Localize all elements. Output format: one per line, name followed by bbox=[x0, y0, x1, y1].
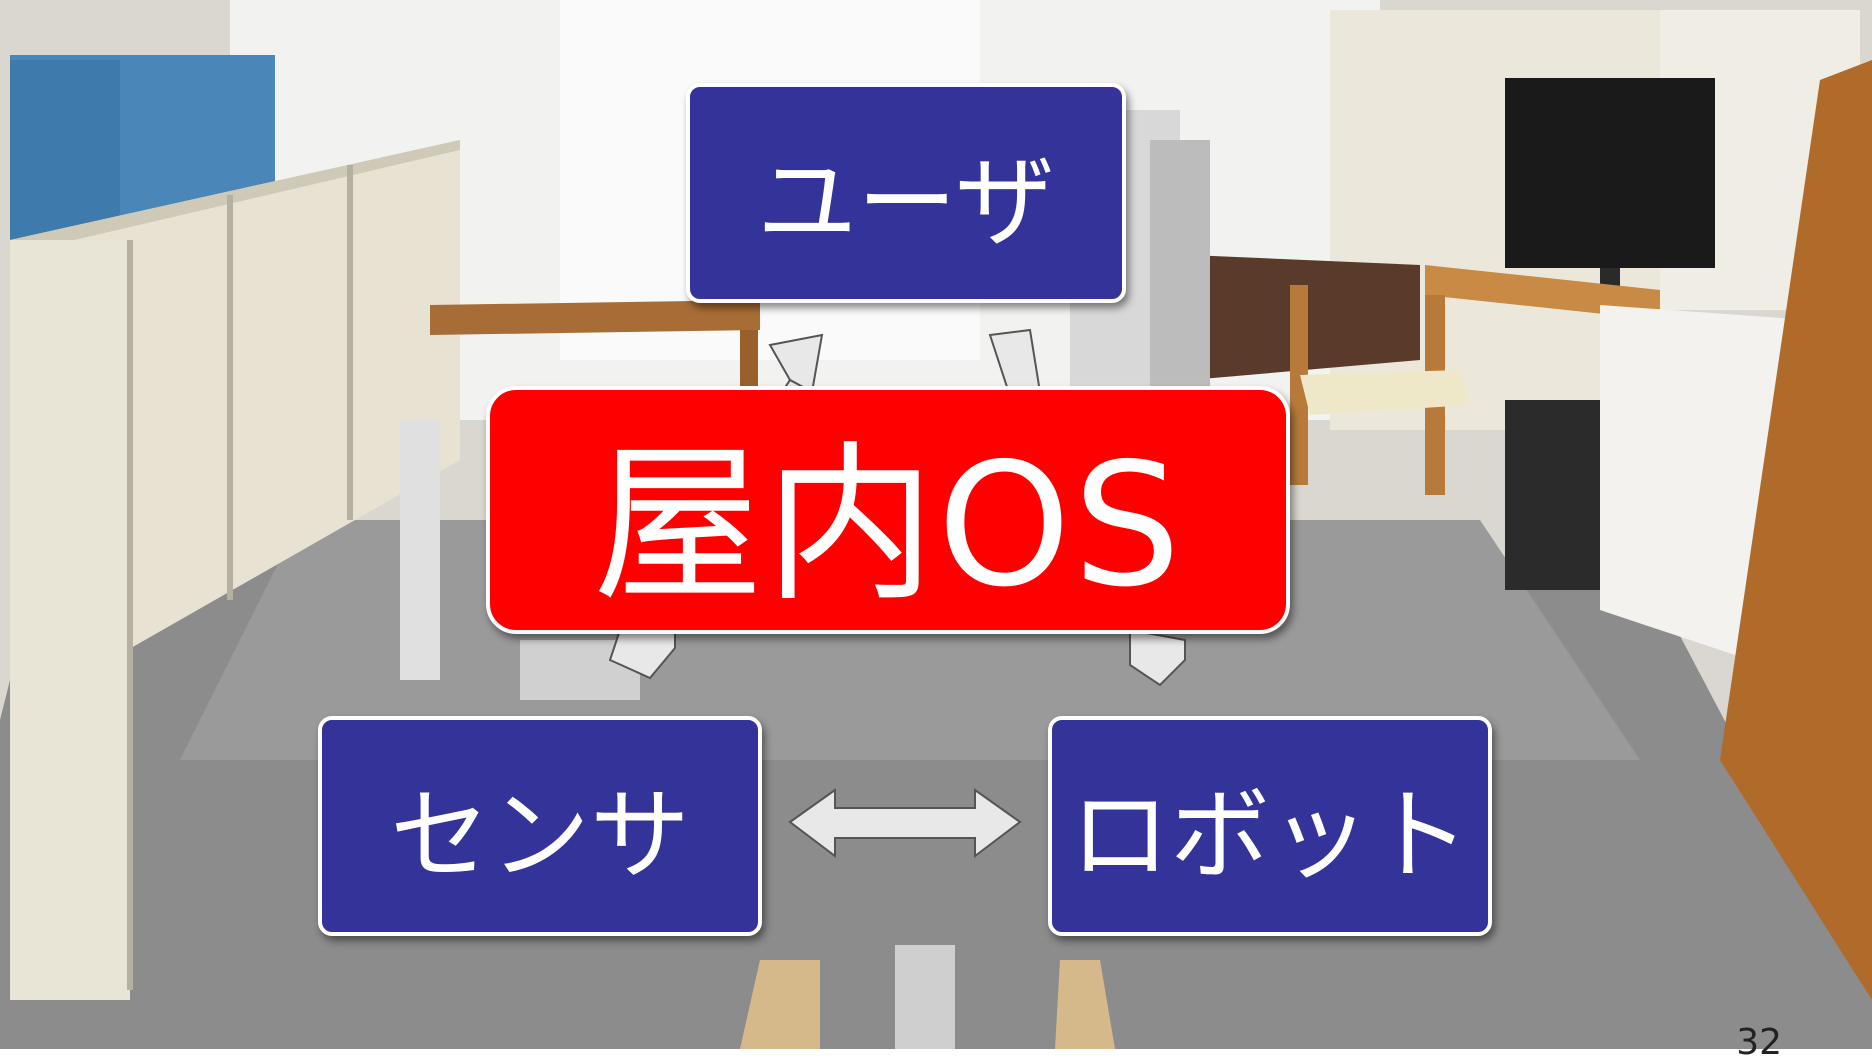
robot-node: ロボット bbox=[1048, 716, 1492, 936]
robot-node-label: ロボット bbox=[1070, 776, 1470, 894]
sensor-node-label: センサ bbox=[390, 776, 690, 894]
user-node: ユーザ bbox=[686, 83, 1126, 303]
os-robot-arrow bbox=[1129, 628, 1186, 687]
page-number: 32 bbox=[1736, 1022, 1782, 1063]
sensor-robot-arrow bbox=[788, 788, 1022, 859]
indoor-os-center-node: 屋内OS bbox=[486, 386, 1290, 634]
os-sensor-arrow bbox=[608, 629, 676, 680]
sensor-node: センサ bbox=[318, 716, 762, 936]
user-node-label: ユーザ bbox=[757, 143, 1055, 261]
indoor-os-label: 屋内OS bbox=[593, 427, 1183, 625]
user-os-arrow-right bbox=[988, 328, 1042, 394]
